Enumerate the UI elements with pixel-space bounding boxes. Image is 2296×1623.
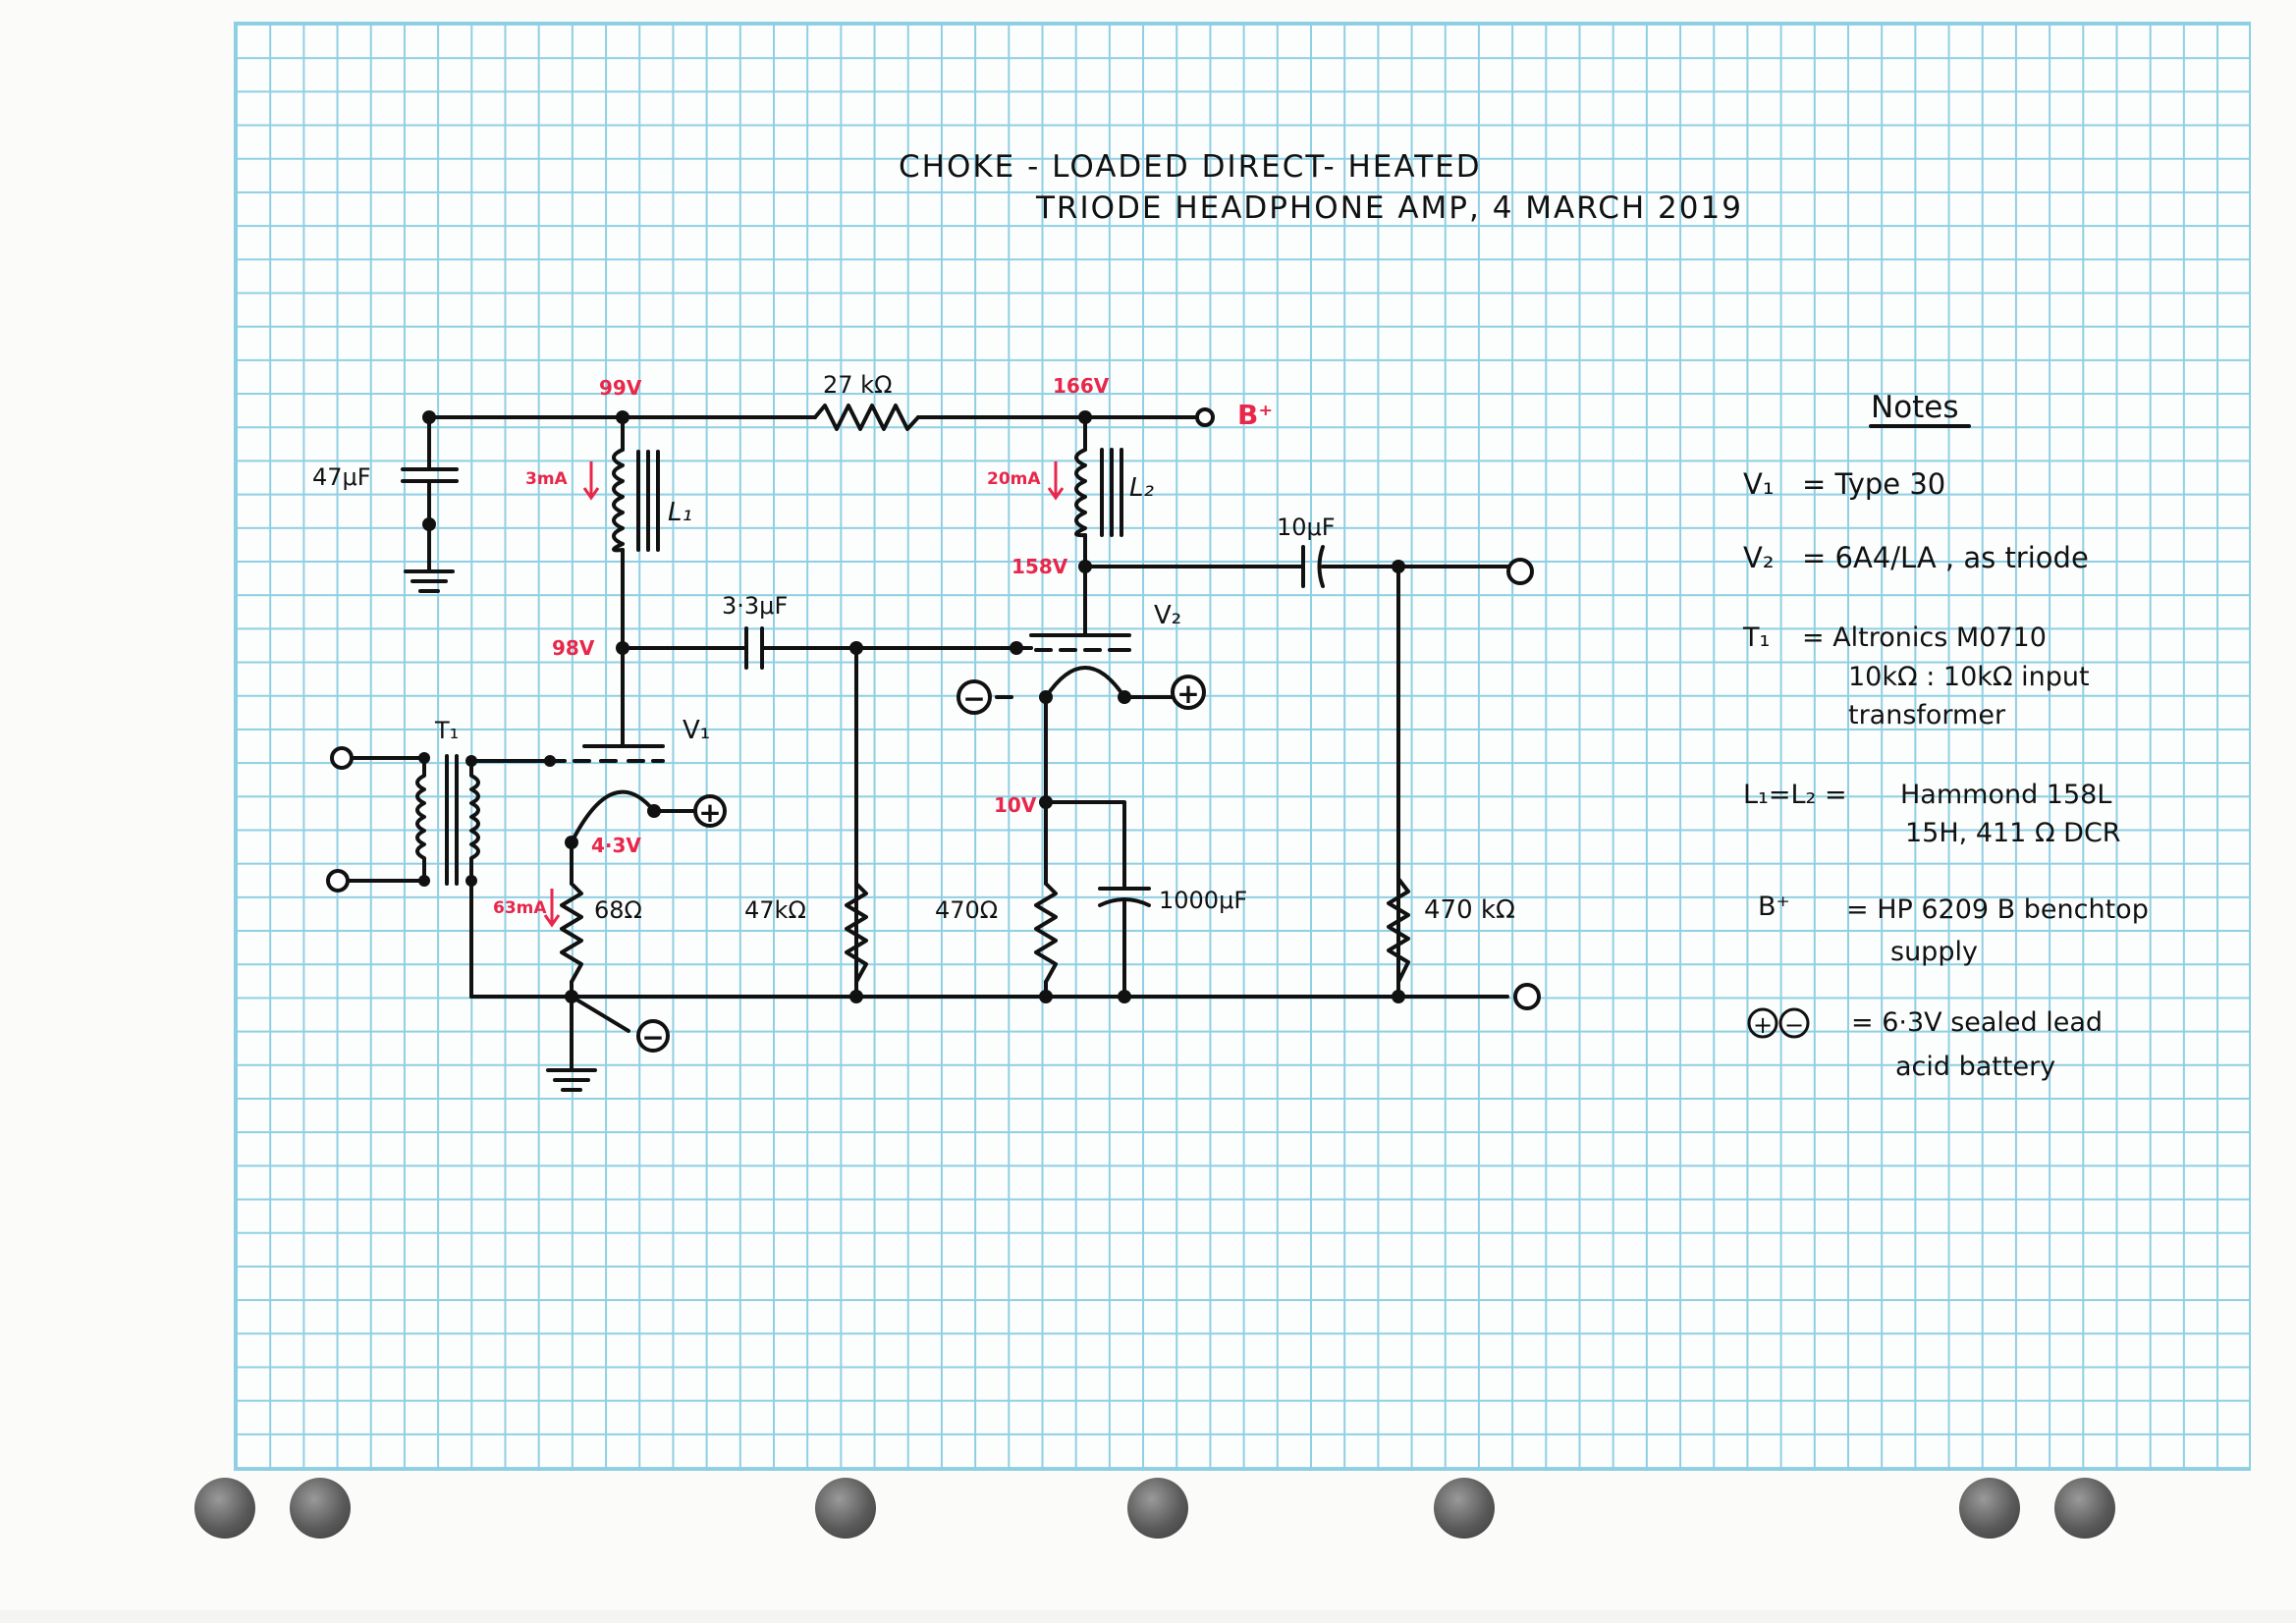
choke-l2 — [1074, 448, 1123, 538]
transformer-t1-label: T₁ — [434, 717, 459, 744]
note-v2-key: V₂ — [1743, 541, 1774, 574]
choke-l1-label: L₁ — [668, 498, 692, 527]
binder-hole — [1959, 1478, 2020, 1539]
note-b-key: B⁺ — [1758, 892, 1790, 922]
capacitor-1000uf-label: 1000μF — [1159, 887, 1247, 914]
title-line-2: TRIODE HEADPHONE AMP, 4 MARCH 2019 — [1035, 190, 1743, 226]
capacitor-47uf — [401, 467, 459, 483]
triode-v1 — [548, 744, 665, 844]
ground-symbol-2 — [546, 1068, 597, 1092]
minus-terminal-v1: − — [636, 1019, 670, 1054]
resistor-470ohm-label: 470Ω — [935, 896, 998, 924]
note-v2-value: = 6A4/LA , as triode — [1802, 541, 2089, 574]
resistor-47k — [845, 882, 868, 984]
note-battery-plus: + — [1747, 1007, 1778, 1039]
resistor-27k — [813, 404, 920, 431]
note-t1-value-2: 10kΩ : 10kΩ input — [1848, 662, 2090, 692]
bplus-label: B⁺ — [1237, 399, 1273, 431]
note-t1-value-3: transformer — [1848, 700, 2006, 730]
voltage-10v: 10V — [994, 793, 1037, 817]
capacitor-10uf — [1301, 545, 1325, 588]
capacitor-1000uf — [1098, 887, 1151, 907]
binder-hole — [1434, 1478, 1495, 1539]
resistor-470k — [1387, 877, 1410, 984]
voltage-166v: 166V — [1053, 374, 1110, 398]
resistor-470k-label: 470 kΩ — [1424, 895, 1515, 925]
current-3ma: 3mA — [525, 469, 569, 489]
wires — [347, 415, 1509, 1072]
note-v1-value: = Type 30 — [1802, 467, 1945, 501]
svg-text:+: + — [698, 796, 721, 829]
note-l-key: L₁=L₂ = — [1743, 780, 1847, 810]
svg-text:+: + — [1753, 1011, 1773, 1039]
note-l-value-2: 15H, 411 Ω DCR — [1905, 818, 2121, 848]
resistor-68ohm-label: 68Ω — [594, 896, 642, 924]
terminals — [326, 407, 1541, 1010]
voltage-99v: 99V — [599, 376, 642, 400]
current-63ma: 63mA — [493, 898, 547, 918]
notes-heading: Notes — [1871, 390, 1959, 425]
resistor-47k-label: 47kΩ — [744, 896, 806, 924]
junctions — [418, 410, 1405, 1003]
binder-hole — [290, 1478, 351, 1539]
note-v1-key: V₁ — [1743, 467, 1774, 501]
note-b-value-1: = HP 6209 B benchtop — [1846, 894, 2149, 925]
choke-l2-label: L₂ — [1129, 473, 1154, 503]
resistor-27k-label: 27 kΩ — [823, 371, 892, 399]
choke-l1 — [612, 448, 660, 553]
plus-terminal-v1: + — [693, 794, 727, 829]
svg-text:−: − — [1784, 1011, 1804, 1039]
svg-text:+: + — [1176, 677, 1199, 710]
voltage-98v: 98V — [552, 636, 595, 660]
capacitor-3-3uf — [744, 626, 764, 670]
capacitor-10uf-label: 10μF — [1277, 514, 1336, 541]
triode-v1-label: V₁ — [683, 716, 710, 745]
ground-symbol-1 — [404, 566, 455, 593]
binder-hole — [1127, 1478, 1188, 1539]
capacitor-3-3uf-label: 3·3μF — [722, 592, 788, 620]
resistor-470ohm — [1034, 882, 1058, 984]
note-b-value-2: supply — [1890, 937, 1978, 967]
graph-paper-grid — [234, 22, 2251, 1471]
plus-terminal-v2: + — [1171, 675, 1206, 710]
note-battery-minus: − — [1778, 1007, 1810, 1039]
binder-hole — [815, 1478, 876, 1539]
note-battery-value-2: acid battery — [1895, 1052, 2055, 1082]
voltage-4-3v: 4·3V — [591, 834, 641, 857]
note-t1-value-1: = Altronics M0710 — [1802, 622, 2047, 653]
resistor-68ohm — [560, 882, 583, 984]
binder-hole — [2054, 1478, 2115, 1539]
note-t1-key: T₁ — [1742, 622, 1770, 653]
svg-text:−: − — [641, 1021, 664, 1054]
triode-v2 — [1014, 565, 1131, 699]
triode-v2-label: V₂ — [1154, 601, 1181, 630]
current-arrows — [543, 461, 1065, 928]
transformer-t1 — [415, 754, 480, 886]
voltage-158v: 158V — [1011, 555, 1068, 578]
minus-terminal-v2: − — [957, 679, 992, 715]
capacitor-47uf-label: 47μF — [312, 463, 371, 491]
title-line-1: CHOKE - LOADED DIRECT- HEATED — [899, 149, 1482, 185]
note-l-value-1: Hammond 158L — [1900, 780, 2111, 810]
current-20ma: 20mA — [987, 469, 1041, 489]
svg-text:−: − — [962, 682, 985, 715]
binder-hole — [194, 1478, 255, 1539]
note-battery-value-1: = 6·3V sealed lead — [1851, 1007, 2103, 1038]
